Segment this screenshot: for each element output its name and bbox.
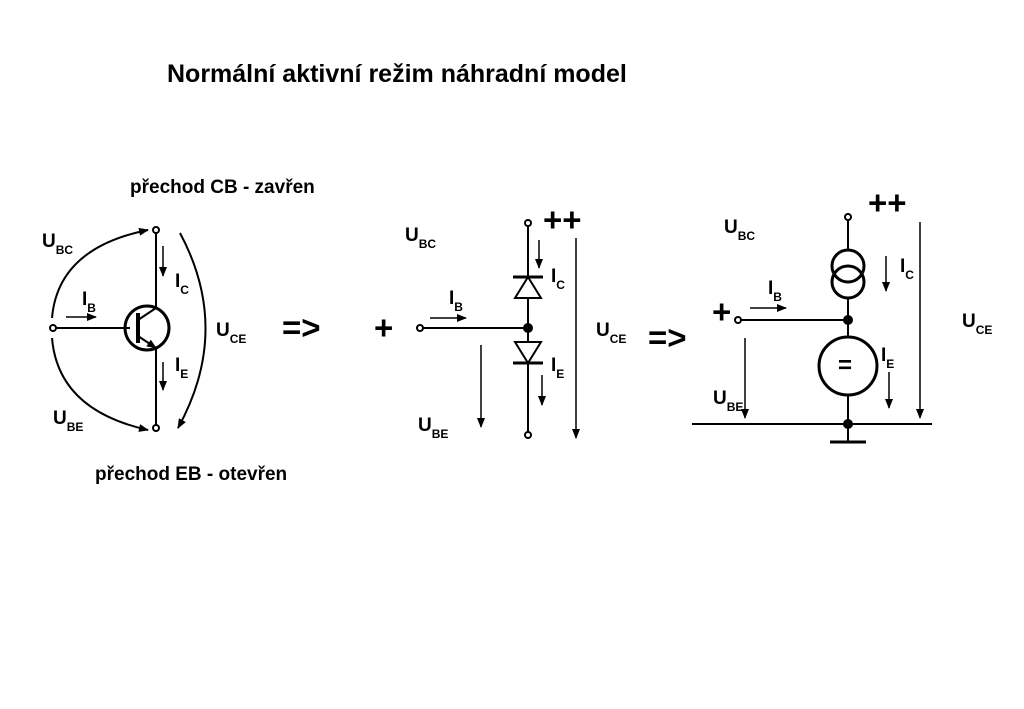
label-ube-2: UBE: [418, 415, 449, 441]
ube-arc: [51, 337, 149, 432]
label-ic-3: IC: [900, 256, 914, 282]
label-uce-3: UCE: [962, 311, 993, 337]
label-ie-2: IE: [551, 355, 565, 381]
label-ube-1: UBE: [53, 408, 84, 434]
diode-cb: [513, 275, 543, 299]
label-ib-2: IB: [449, 288, 463, 314]
transistor-symbol: [123, 304, 171, 352]
voltage-source-equals: =: [838, 352, 853, 379]
label-ubc-2: UBC: [405, 225, 437, 251]
note-cb-junction: přechod CB - zavřen: [130, 177, 315, 198]
source-circuit: [692, 213, 932, 444]
label-ie-3: IE: [881, 345, 895, 371]
note-eb-junction: přechod EB - otevřen: [95, 464, 288, 485]
transistor-circuit: [49, 226, 207, 432]
diode-eb: [513, 341, 543, 365]
label-ic-1: IC: [175, 271, 189, 297]
implies-arrow-1: =>: [282, 309, 321, 346]
double-plus-collector-3: ++: [868, 184, 907, 221]
label-ie-1: IE: [175, 355, 189, 381]
page-title: Normální aktivní režim náhradní model: [167, 60, 627, 88]
ubc-arc: [51, 227, 149, 319]
uce-arc: [177, 232, 207, 429]
implies-arrow-2: =>: [648, 319, 687, 356]
plus-sign-base-3: +: [712, 293, 732, 330]
label-ib-1: IB: [82, 289, 96, 315]
label-ubc-3: UBC: [724, 217, 756, 243]
plus-sign-base-2: +: [374, 309, 394, 346]
label-ube-3: UBE: [713, 388, 744, 414]
double-plus-collector-2: ++: [543, 201, 582, 238]
label-uce-2: UCE: [596, 320, 627, 346]
label-ib-3: IB: [768, 278, 782, 304]
label-uce-1: UCE: [216, 320, 247, 346]
diode-circuit: [416, 219, 580, 439]
label-ubc-1: UBC: [42, 231, 74, 257]
label-ic-2: IC: [551, 266, 565, 292]
current-source: [830, 248, 866, 284]
